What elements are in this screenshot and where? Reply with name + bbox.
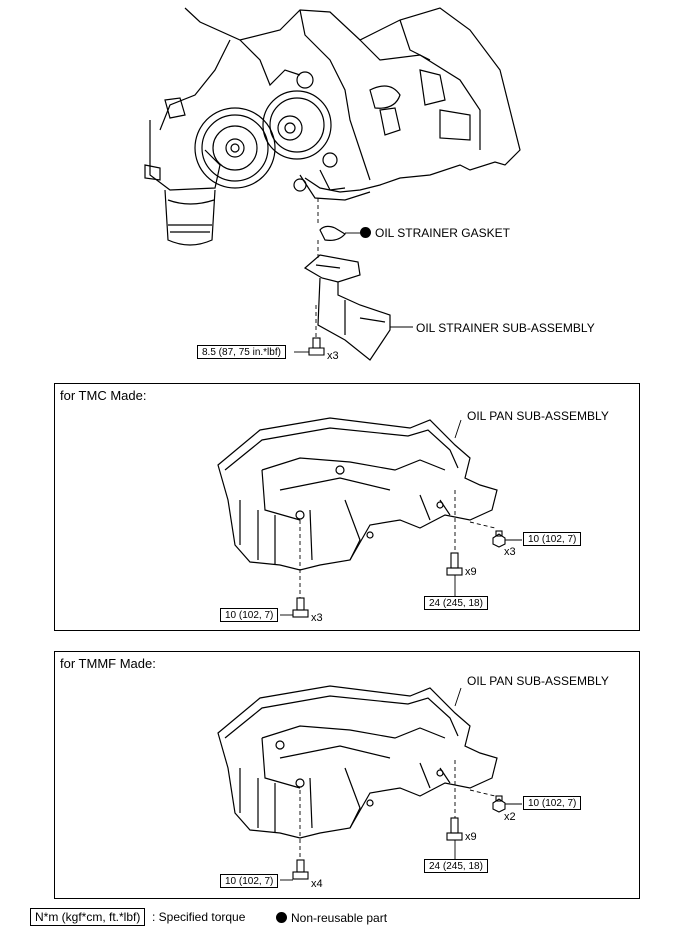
tmmf-nut-qty: x2 [504, 811, 516, 823]
tmmf-long-bolt-torque-box: 24 (245, 18) [424, 859, 488, 873]
strainer-torque-box: 8.5 (87, 75 in.*lbf) [197, 345, 286, 359]
tmmf-panel-title: for TMMF Made: [60, 656, 156, 671]
tmmf-nut-torque-box: 10 (102, 7) [523, 796, 582, 810]
oil-pan-tmmf-illustration [217, 685, 498, 839]
tmc-panel-title: for TMC Made: [60, 388, 147, 403]
tmc-panel [54, 383, 640, 631]
tmc-long-bolt-torque-box: 24 (245, 18) [424, 596, 488, 610]
tmc-short-bolt-qty: x3 [311, 612, 323, 624]
oil-pan-tmc-illustration [217, 417, 498, 571]
tmmf-short-bolt-qty: x4 [311, 878, 323, 890]
non-reusable-dot-icon [360, 227, 371, 238]
tmmf-short-bolt-torque-box: 10 (102, 7) [220, 874, 279, 888]
tmc-short-bolt-torque-box: 10 (102, 7) [220, 608, 279, 622]
oil-strainer-gasket-label: OIL STRAINER GASKET [360, 226, 510, 240]
legend-torque-desc: : Specified torque [152, 910, 246, 924]
strainer-bolt-qty: x3 [327, 350, 339, 362]
tmc-long-bolt-qty: x9 [465, 566, 477, 578]
tmmf-long-bolt-qty: x9 [465, 831, 477, 843]
oil-strainer-sub-assembly-label: OIL STRAINER SUB-ASSEMBLY [416, 321, 595, 335]
tmc-nut-torque-box: 10 (102, 7) [523, 532, 582, 546]
legend-nonreusable: Non-reusable part [276, 911, 387, 925]
tmc-nut-qty: x3 [504, 546, 516, 558]
tmmf-oil-pan-label: OIL PAN SUB-ASSEMBLY [467, 674, 609, 688]
tmc-oil-pan-label: OIL PAN SUB-ASSEMBLY [467, 409, 609, 423]
tmmf-panel [54, 651, 640, 899]
non-reusable-dot-icon [276, 912, 287, 923]
legend-torque-units-box: N*m (kgf*cm, ft.*lbf) [30, 908, 146, 926]
